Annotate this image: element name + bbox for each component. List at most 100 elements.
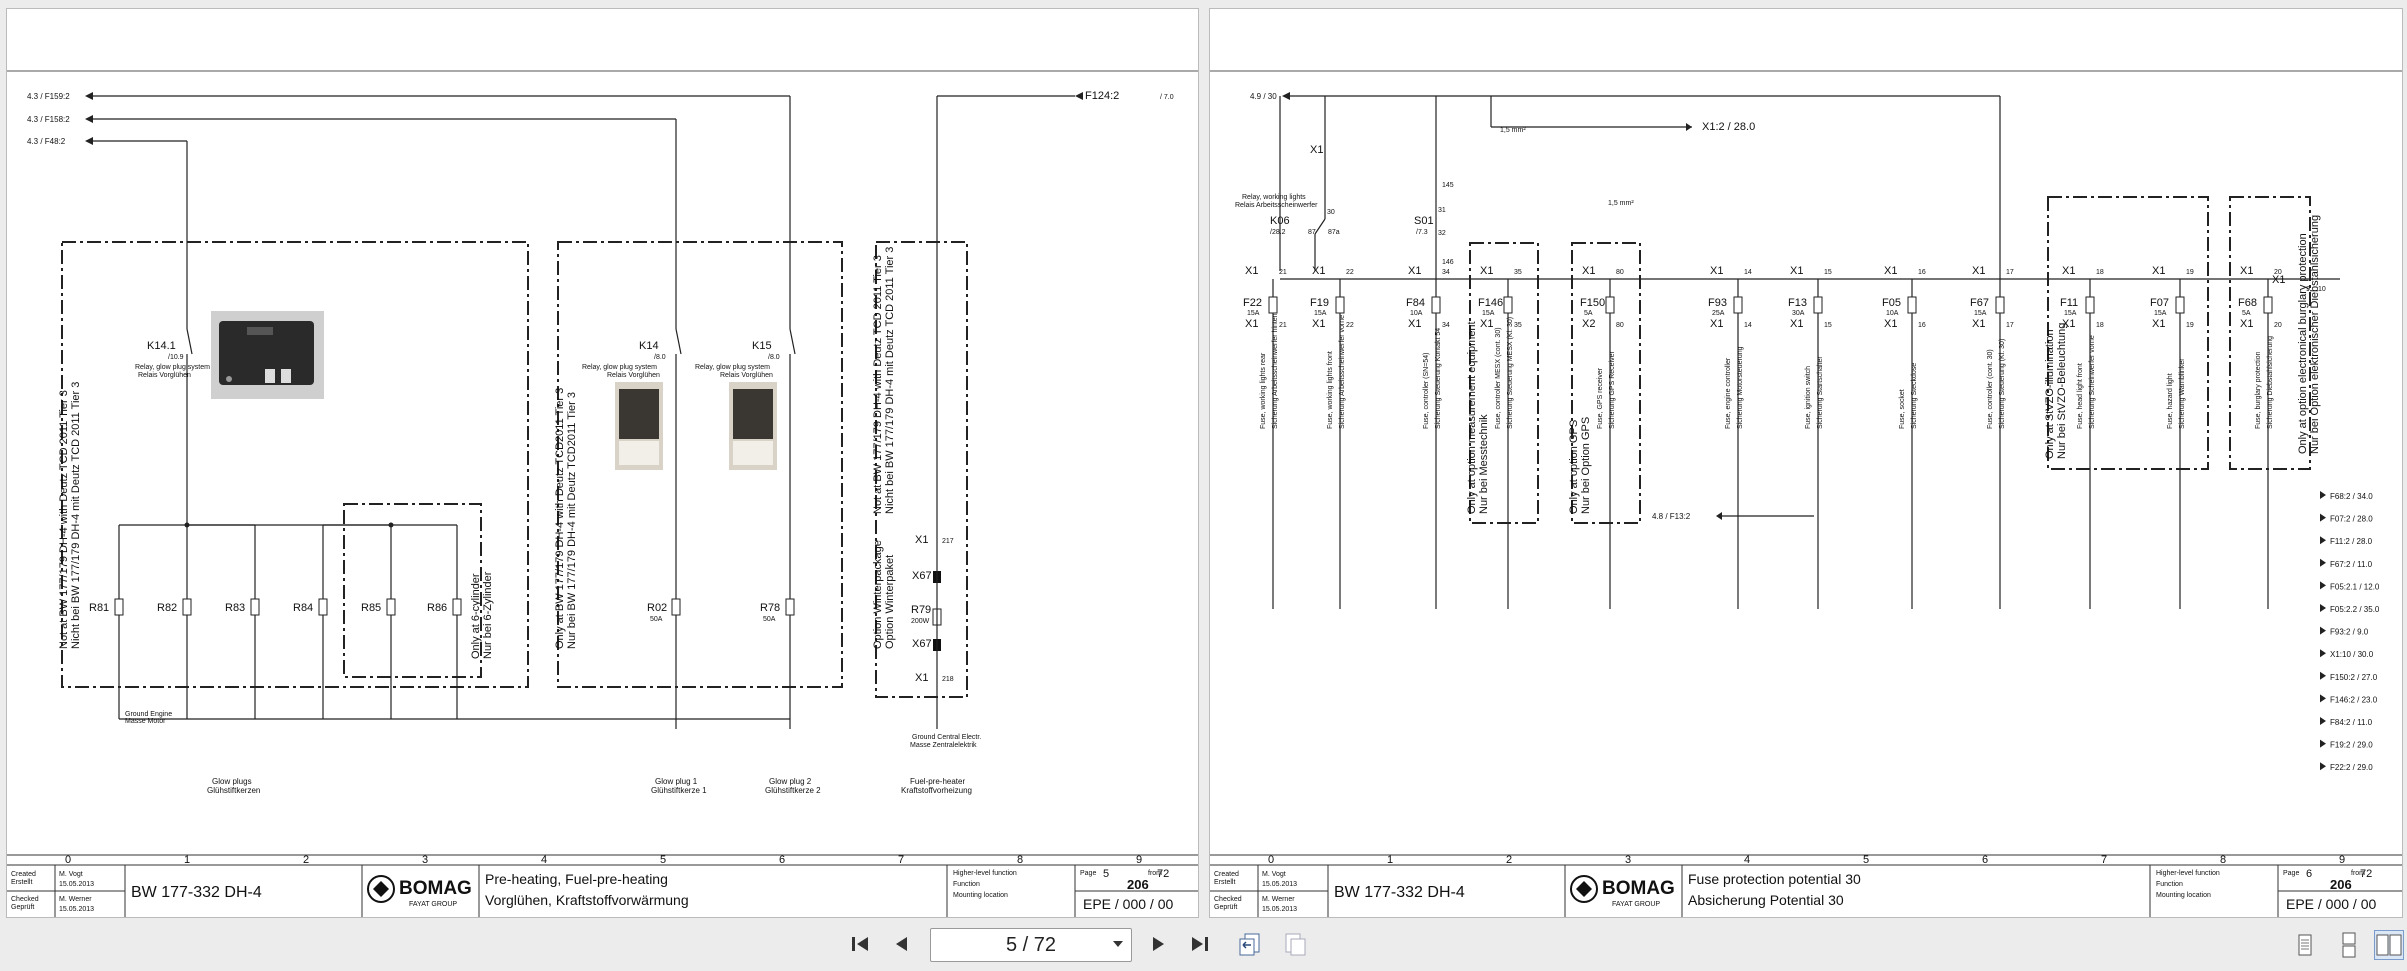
x67-label-2: X67 — [912, 638, 932, 650]
relay-k14-name: K14 — [639, 340, 659, 352]
svg-text:M. Werner: M. Werner — [59, 896, 92, 903]
fuse-pin: 34 — [1442, 269, 1450, 276]
fuse-x1-label: X1 — [2062, 265, 2075, 277]
heater-r79-rating: 200W — [911, 618, 930, 625]
svg-text:15.05.2013: 15.05.2013 — [1262, 906, 1297, 913]
ground-engine-label: Ground Engine — [125, 711, 172, 718]
next-page-icon[interactable] — [1144, 930, 1172, 958]
svg-text:15.05.2013: 15.05.2013 — [59, 881, 94, 888]
fuse-x1-label: X1 — [1710, 265, 1723, 277]
svg-text:M. Vogt: M. Vogt — [1262, 871, 1286, 878]
glow-plug-r85: R85 — [361, 602, 381, 614]
svg-text:Function: Function — [953, 881, 980, 888]
ground-engine-label-de: Masse Motor — [125, 718, 166, 725]
heater-r79: R79 — [911, 604, 931, 616]
prev-page-icon[interactable] — [888, 930, 916, 958]
relay-photo-k14-1 — [211, 311, 324, 399]
caption-glow-plug-1-de: Glühstiftkerze 1 — [651, 786, 707, 795]
fuse-name: F68 — [2238, 297, 2257, 309]
fuse-pin-2: 20 — [2274, 322, 2282, 329]
option-stvzo-en: Only at StVZO-illumination — [2044, 329, 2056, 459]
fuse-x1-label-2: X1 — [1245, 318, 1258, 330]
fuse-desc-de: Sicherung Steuerung (Kl. 30) — [1999, 339, 2006, 429]
svg-text:F150:2 / 27.0: F150:2 / 27.0 — [2330, 673, 2378, 682]
relay-k14-sub: /8.0 — [654, 354, 666, 361]
page-number: 5 — [1103, 868, 1109, 880]
box2-note-de: Nur bei BW 177/179 DH-4 mit Deutz TCD201… — [566, 392, 578, 649]
svg-text:0: 0 — [65, 854, 71, 866]
caption-glow-plug-2: Glow plug 2 — [769, 777, 812, 786]
option-gps-en: Only at option GPS — [1568, 420, 1580, 514]
fuse-name: F11 — [2060, 297, 2078, 309]
relay-k15-name: K15 — [752, 340, 772, 352]
fuse-desc-de: Sicherung Steuerung Kontakt 54 — [1435, 328, 1442, 429]
fuse-pin-2: 22 — [1346, 322, 1354, 329]
caption-glow-plugs-de: Glühstiftkerzen — [207, 786, 260, 795]
fuse-name: F13 — [1788, 297, 1807, 309]
ref-f158: 4.3 / F158:2 — [27, 115, 70, 124]
forward-icon[interactable] — [1282, 930, 1310, 958]
fuse-x1-label: X1 — [1408, 265, 1421, 277]
fuse-desc-en: Fuse, socket — [1899, 389, 1906, 429]
fuse-x1-label-2: X2 — [1582, 318, 1595, 330]
fuse-pin-2: 18 — [2096, 322, 2104, 329]
schematic-preheating: 4.3 / F159:2 4.3 / F158:2 4.3 / F48:2 F1… — [7, 70, 1198, 917]
fuse-rating: 15A — [1247, 310, 1260, 317]
glow-plug-r02: R02 — [647, 602, 667, 614]
svg-text:30: 30 — [1327, 209, 1335, 216]
fuse-pin: 80 — [1616, 269, 1624, 276]
page-title-de-right: Absicherung Potential 30 — [1688, 892, 1844, 908]
doc-number: 206 — [1127, 877, 1149, 892]
facing-pages-icon[interactable] — [2374, 930, 2404, 960]
svg-text:Geprüft: Geprüft — [1214, 904, 1237, 911]
svg-text:3: 3 — [1625, 854, 1631, 866]
epe-code-right: EPE / 000 / 00 — [2286, 896, 2376, 912]
relay-k06-sub: /28.2 — [1270, 229, 1286, 236]
x1-pin-217: 217 — [942, 538, 954, 545]
fuse-pin-2: 80 — [1616, 322, 1624, 329]
last-page-icon[interactable] — [1186, 930, 1214, 958]
box2-note-en: Only at BW 177/179 DH-4 with Deutz TCD20… — [554, 388, 566, 649]
svg-text:7: 7 — [898, 854, 904, 866]
svg-text:FAYAT GROUP: FAYAT GROUP — [1612, 901, 1660, 908]
svg-text:Erstellt: Erstellt — [11, 879, 32, 886]
fuse-pin-2: 34 — [1442, 322, 1450, 329]
option-meas-de: Nur bei Messtechnik — [1478, 414, 1490, 514]
svg-text:FAYAT GROUP: FAYAT GROUP — [409, 901, 457, 908]
svg-text:31: 31 — [1438, 207, 1446, 214]
glow-plug-r78-rating: 50A — [763, 616, 776, 623]
switch-s01-sub: /7.3 — [1416, 229, 1428, 236]
svg-text:F67:2 / 11.0: F67:2 / 11.0 — [2330, 560, 2373, 569]
svg-text:6: 6 — [779, 854, 785, 866]
first-page-icon[interactable] — [846, 930, 874, 958]
box3-note-de: Nicht bei BW 177/179 DH-4 mit Deutz TCD … — [884, 247, 896, 514]
relay-k14-desc-en: Relay, glow plug system — [582, 364, 657, 371]
single-page-icon[interactable] — [2290, 930, 2320, 960]
output-ref: F05:2.2 / 35.0 — [2320, 604, 2380, 614]
x1-pin-218: 218 — [942, 676, 954, 683]
caption-glow-plugs: Glow plugs — [212, 777, 252, 786]
fuse-desc-en: Fuse, GPS receiver — [1597, 367, 1604, 429]
fuse-x1-label: X1 — [1245, 265, 1258, 277]
fuse-x1-label: X1 — [2152, 265, 2165, 277]
svg-text:4: 4 — [1744, 854, 1750, 866]
caption-glow-plug-1: Glow plug 1 — [655, 777, 698, 786]
fuse-name: F19 — [1310, 297, 1329, 309]
svg-text:Erstellt: Erstellt — [1214, 879, 1235, 886]
fuse-desc-en: Fuse, head light front — [2077, 363, 2084, 429]
back-icon[interactable] — [1236, 930, 1264, 958]
fuse-pin-2: 21 — [1279, 322, 1287, 329]
svg-text:Created: Created — [11, 871, 36, 878]
continuous-icon[interactable] — [2334, 930, 2364, 960]
svg-text:BOMAG: BOMAG — [1602, 878, 1675, 899]
fuse-x1-label: X1 — [1582, 265, 1595, 277]
svg-text:from: from — [2351, 870, 2365, 877]
epe-code: EPE / 000 / 00 — [1083, 896, 1173, 912]
svg-text:87: 87 — [1308, 229, 1316, 236]
glow-plug-r78: R78 — [760, 602, 780, 614]
glow-plug-group — [114, 525, 462, 719]
page-number-select[interactable]: 5 / 72 — [930, 928, 1132, 962]
